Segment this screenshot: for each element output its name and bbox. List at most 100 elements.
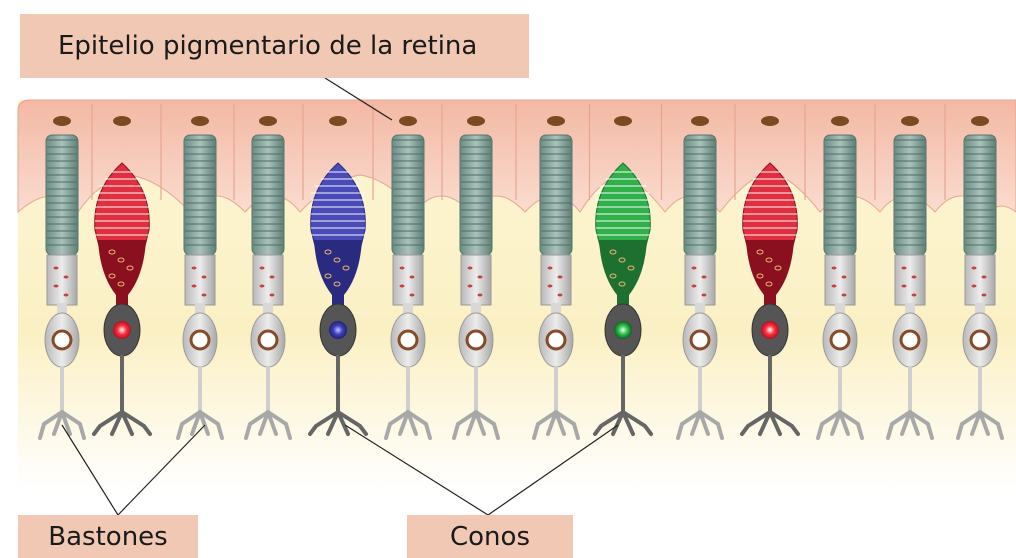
- pigment-granule: [901, 116, 919, 126]
- rods-label: Bastones: [18, 515, 198, 558]
- mitochondrion: [478, 276, 483, 279]
- mitochondrion: [702, 276, 707, 279]
- mitochondrion: [64, 276, 69, 279]
- mitochondrion: [468, 285, 473, 288]
- rod-axon: [698, 366, 702, 416]
- rod-inner-segment: [253, 255, 283, 305]
- mitochondrion: [202, 294, 207, 297]
- mitochondrion: [548, 285, 553, 288]
- rod-nucleus: [53, 331, 71, 349]
- rod-inner-segment: [895, 255, 925, 305]
- rod-outer-segment: [684, 135, 716, 255]
- cone-nucleus: [614, 321, 632, 339]
- cone-nucleus: [113, 321, 131, 339]
- rod-inner-segment: [185, 255, 215, 305]
- mitochondrion: [270, 294, 275, 297]
- rod-outer-segment: [184, 135, 216, 255]
- pigment-granule: [547, 116, 565, 126]
- mitochondrion: [400, 267, 405, 270]
- pigment-granule: [831, 116, 849, 126]
- rod-outer-segment: [460, 135, 492, 255]
- rod-nucleus: [691, 331, 709, 349]
- rod-nucleus: [971, 331, 989, 349]
- rod-axon: [266, 366, 270, 416]
- pigment-granule: [259, 116, 277, 126]
- mitochondrion: [982, 294, 987, 297]
- mitochondrion: [54, 285, 59, 288]
- rod-outer-segment: [964, 135, 996, 255]
- rod-inner-segment: [461, 255, 491, 305]
- rod-outer-segment: [894, 135, 926, 255]
- mitochondrion: [912, 294, 917, 297]
- rod-axon: [908, 366, 912, 416]
- rod-outer-segment: [252, 135, 284, 255]
- pigment-granule: [467, 116, 485, 126]
- mitochondrion: [692, 267, 697, 270]
- mitochondrion: [832, 267, 837, 270]
- mitochondrion: [400, 285, 405, 288]
- rod-nucleus: [467, 331, 485, 349]
- rod-axon: [838, 366, 842, 416]
- mitochondrion: [972, 285, 977, 288]
- pigment-granule: [971, 116, 989, 126]
- mitochondrion: [558, 294, 563, 297]
- mitochondrion: [548, 267, 553, 270]
- pigment-granule: [761, 116, 779, 126]
- cone-axon: [336, 355, 340, 417]
- mitochondrion: [558, 276, 563, 279]
- pigment-granule: [691, 116, 709, 126]
- mitochondrion: [902, 267, 907, 270]
- pigment-granule: [614, 116, 632, 126]
- mitochondrion: [902, 285, 907, 288]
- rod-inner-segment: [965, 255, 995, 305]
- rod-outer-segment: [392, 135, 424, 255]
- rod-inner-segment: [685, 255, 715, 305]
- mitochondrion: [202, 276, 207, 279]
- rod-axon: [60, 366, 64, 416]
- epithelium-label: Epitelio pigmentario de la retina: [20, 14, 529, 78]
- mitochondrion: [410, 276, 415, 279]
- rod-outer-segment: [540, 135, 572, 255]
- rod-nucleus: [399, 331, 417, 349]
- mitochondrion: [972, 267, 977, 270]
- rod-nucleus: [831, 331, 849, 349]
- rod-nucleus: [191, 331, 209, 349]
- mitochondrion: [192, 267, 197, 270]
- mitochondrion: [702, 294, 707, 297]
- rod-axon: [406, 366, 410, 416]
- rod-nucleus: [547, 331, 565, 349]
- mitochondrion: [832, 285, 837, 288]
- mitochondrion: [260, 285, 265, 288]
- rod-axon: [474, 366, 478, 416]
- cone-nucleus: [329, 321, 347, 339]
- mitochondrion: [54, 267, 59, 270]
- rod-axon: [198, 366, 202, 416]
- pigment-granule: [191, 116, 209, 126]
- rod-inner-segment: [825, 255, 855, 305]
- rod-outer-segment: [824, 135, 856, 255]
- mitochondrion: [692, 285, 697, 288]
- mitochondrion: [64, 294, 69, 297]
- mitochondrion: [842, 294, 847, 297]
- mitochondrion: [260, 267, 265, 270]
- cones-label: Conos: [407, 515, 573, 558]
- rod-inner-segment: [393, 255, 423, 305]
- pigment-granule: [53, 116, 71, 126]
- rod-inner-segment: [541, 255, 571, 305]
- mitochondrion: [842, 276, 847, 279]
- rod-nucleus: [259, 331, 277, 349]
- mitochondrion: [270, 276, 275, 279]
- rod-axon: [978, 366, 982, 416]
- mitochondrion: [912, 276, 917, 279]
- rod-outer-segment: [46, 135, 78, 255]
- cone-axon: [621, 355, 625, 417]
- mitochondrion: [410, 294, 415, 297]
- cone-nucleus: [761, 321, 779, 339]
- mitochondrion: [982, 276, 987, 279]
- rod-nucleus: [901, 331, 919, 349]
- mitochondrion: [192, 285, 197, 288]
- pigment-granule: [113, 116, 131, 126]
- pigment-granule: [399, 116, 417, 126]
- cone-axon: [120, 355, 124, 417]
